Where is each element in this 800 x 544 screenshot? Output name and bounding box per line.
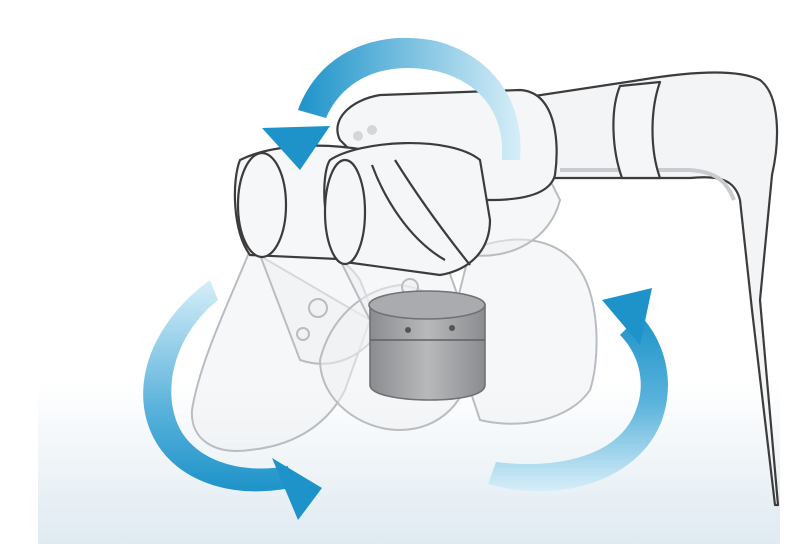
curved-arrow-right-icon xyxy=(143,280,322,520)
tool-flange xyxy=(368,290,486,401)
main-robot-arm xyxy=(233,71,780,507)
curved-arrow-left-icon xyxy=(262,37,521,170)
curved-arrow-up-icon xyxy=(488,288,668,492)
